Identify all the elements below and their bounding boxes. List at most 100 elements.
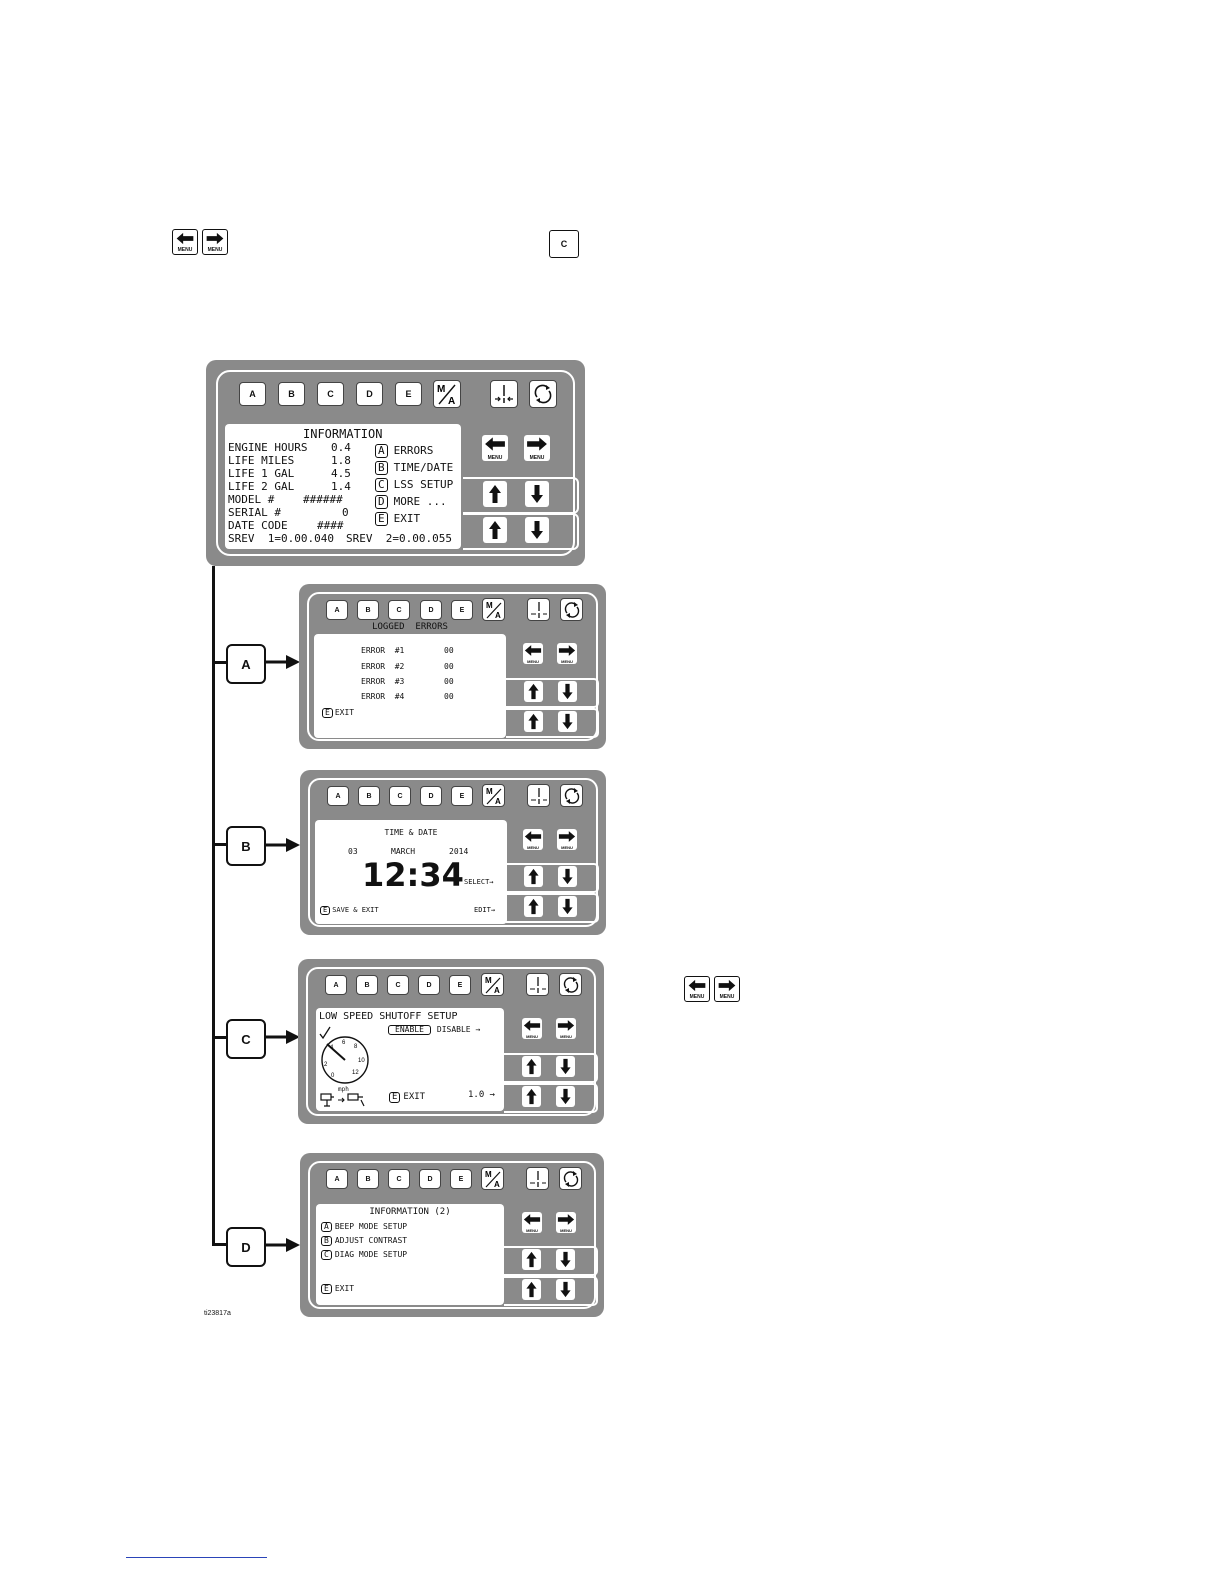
key-a[interactable]: A — [239, 382, 266, 406]
menu-left-button[interactable]: MENU — [522, 1212, 542, 1233]
up-button[interactable] — [483, 517, 507, 543]
key-a[interactable]: A — [327, 786, 349, 806]
cycle-key[interactable] — [529, 380, 557, 408]
menu-right-button[interactable]: MENU — [524, 435, 550, 461]
up-button[interactable] — [483, 481, 507, 507]
arrow-left-icon — [485, 437, 505, 451]
down-button[interactable] — [558, 896, 577, 917]
up-button[interactable] — [522, 1249, 541, 1270]
error-value: 00 — [444, 692, 454, 701]
down-button[interactable] — [556, 1056, 575, 1077]
key-b[interactable]: B — [357, 600, 379, 620]
pressure-set-key[interactable] — [526, 1167, 549, 1190]
key-c[interactable]: C — [389, 786, 411, 806]
month-value[interactable]: MARCH — [391, 847, 416, 856]
key-e[interactable]: E — [451, 786, 473, 806]
key-d[interactable]: D — [418, 975, 440, 995]
year-value[interactable]: 2014 — [449, 847, 469, 856]
down-button[interactable] — [558, 681, 577, 702]
pressure-set-key[interactable] — [490, 380, 518, 408]
key-a[interactable]: A — [326, 1169, 348, 1189]
key-c[interactable]: C — [388, 1169, 410, 1189]
down-button[interactable] — [558, 711, 577, 732]
key-c[interactable]: C — [317, 382, 344, 406]
pressure-gun-icon — [529, 1170, 546, 1187]
day-value[interactable]: 03 — [348, 847, 358, 856]
menu-right-button[interactable]: MENU — [557, 829, 577, 850]
svg-text:A: A — [495, 611, 501, 620]
pressure-set-key[interactable] — [527, 784, 550, 807]
down-button[interactable] — [556, 1249, 575, 1270]
menu-left-button[interactable]: MENU — [482, 435, 508, 461]
svg-text:A: A — [494, 986, 500, 995]
pressure-set-key[interactable] — [526, 973, 549, 996]
cycle-icon — [534, 384, 552, 404]
key-d[interactable]: D — [420, 786, 442, 806]
key-b[interactable]: B — [357, 1169, 379, 1189]
key-a[interactable]: A — [326, 600, 348, 620]
row-label: DATE CODE — [228, 519, 288, 532]
menu-right-button[interactable]: MENU — [556, 1212, 576, 1233]
key-c[interactable]: C — [387, 975, 409, 995]
key-d[interactable]: D — [420, 600, 442, 620]
up-button[interactable] — [522, 1056, 541, 1077]
up-button[interactable] — [524, 681, 543, 702]
down-button[interactable] — [558, 866, 577, 887]
up-button[interactable] — [524, 711, 543, 732]
key-b[interactable]: B — [356, 975, 378, 995]
up-button[interactable] — [522, 1086, 541, 1107]
up-button[interactable] — [524, 866, 543, 887]
menu-right-button[interactable]: MENU — [557, 643, 577, 664]
cycle-key[interactable] — [560, 598, 583, 621]
up-button[interactable] — [522, 1279, 541, 1300]
down-button[interactable] — [525, 481, 549, 507]
menu-left-button[interactable]: MENU — [522, 1018, 542, 1039]
key-e[interactable]: E — [395, 382, 422, 406]
up-button[interactable] — [524, 896, 543, 917]
row-label: LIFE MILES — [228, 454, 295, 467]
clock-value[interactable]: 12:34 — [362, 856, 464, 894]
key-b[interactable]: B — [358, 786, 380, 806]
srev-2: SREV 2=0.00.055 — [346, 532, 452, 545]
row-value: 4.5 — [331, 467, 351, 480]
key-c[interactable]: C — [388, 600, 410, 620]
key-e[interactable]: E — [451, 600, 473, 620]
key-e[interactable]: E — [449, 975, 471, 995]
cycle-key[interactable] — [559, 973, 582, 996]
pressure-set-key[interactable] — [527, 598, 550, 621]
down-button[interactable] — [556, 1279, 575, 1300]
menu-left-button[interactable]: MENU — [523, 829, 543, 850]
option-key: E — [321, 1284, 332, 1295]
menu-left-button[interactable]: MENU — [523, 643, 543, 664]
menu-right-button[interactable]: MENU — [556, 1018, 576, 1039]
key-b[interactable]: B — [278, 382, 305, 406]
key-a[interactable]: A — [325, 975, 347, 995]
key-d[interactable]: D — [356, 382, 383, 406]
arrow-left-icon — [524, 645, 542, 656]
down-button[interactable] — [556, 1086, 575, 1107]
cycle-key[interactable] — [559, 1167, 582, 1190]
cycle-key[interactable] — [560, 784, 583, 807]
key-e[interactable]: E — [450, 1169, 472, 1189]
key-d[interactable]: D — [419, 1169, 441, 1189]
down-button[interactable] — [525, 517, 549, 543]
